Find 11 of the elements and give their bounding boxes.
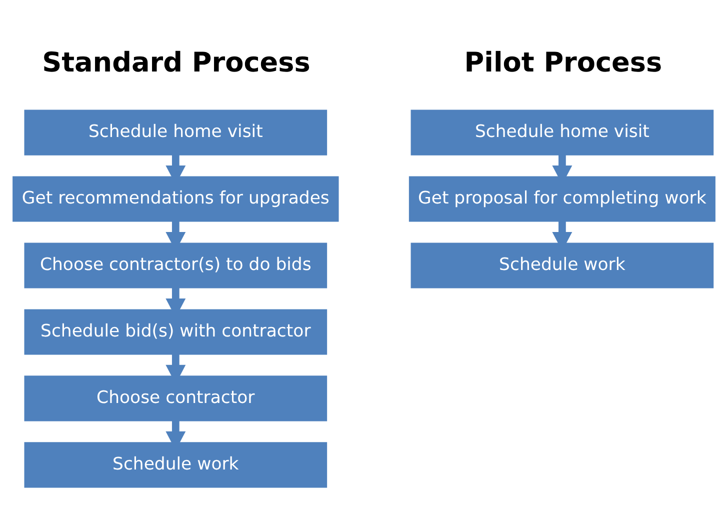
node-box: Schedule home visit bbox=[24, 110, 328, 156]
node-box: Get proposal for completing work bbox=[408, 176, 716, 222]
node-box: Choose contractor(s) to do bids bbox=[24, 242, 328, 288]
label: Standard Process bbox=[42, 48, 310, 79]
node-box: Choose contractor bbox=[24, 376, 328, 422]
node-box: Schedule work bbox=[410, 242, 714, 288]
node-box: Schedule home visit bbox=[410, 110, 714, 156]
node-box: Schedule work bbox=[24, 442, 328, 488]
node-box: Get recommendations for upgrades bbox=[12, 176, 339, 222]
label: Pilot Process bbox=[464, 48, 662, 79]
node-box: Schedule bid(s) with contractor bbox=[24, 309, 328, 355]
